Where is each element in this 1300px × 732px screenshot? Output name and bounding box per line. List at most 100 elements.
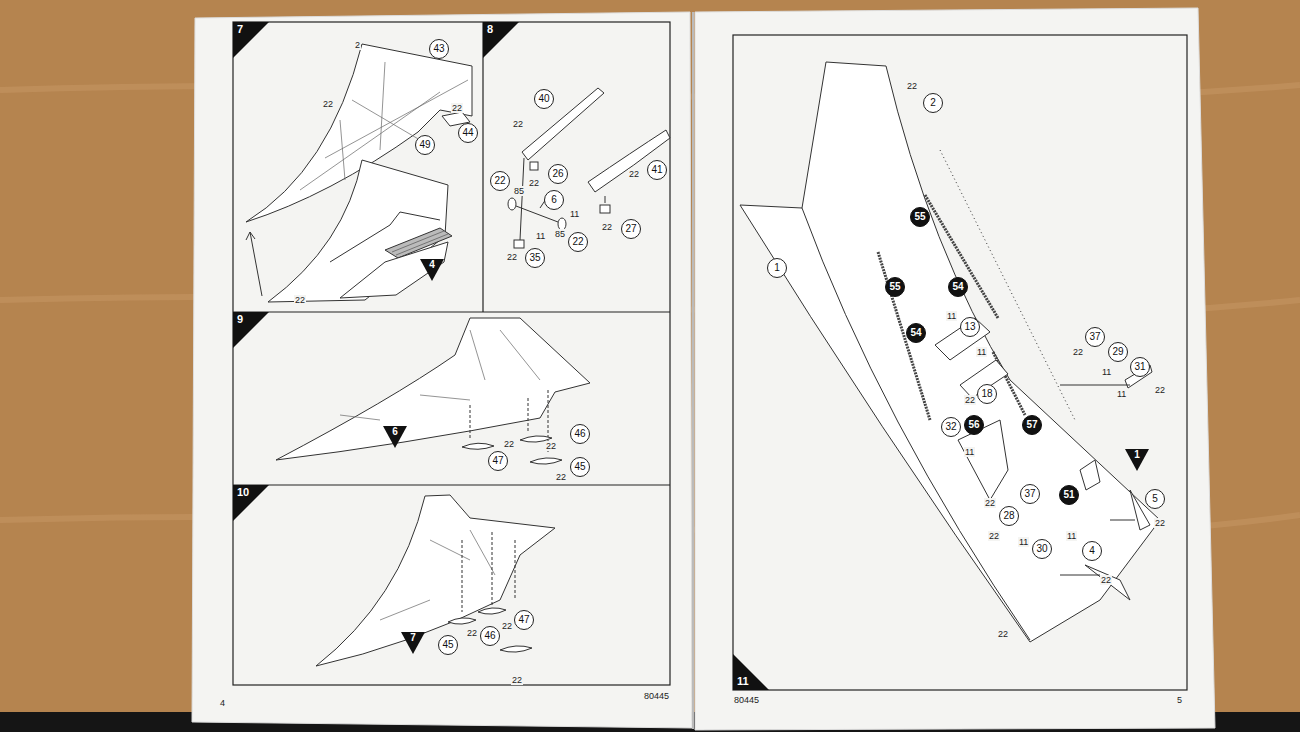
fairing-part [448,618,476,624]
callout-number: 85 [513,186,525,196]
callout-number: 37 [1089,328,1100,346]
part-callout: 6 [544,190,564,210]
callout-number: 11 [737,675,749,688]
callout-number: 22 [572,233,583,251]
part-callout: 47 [488,451,508,471]
step-number: 9 [233,312,269,348]
subassembly-body [340,242,448,298]
left-frame [233,22,670,685]
callout-number: 7 [237,23,243,36]
part-callout: 45 [438,635,458,655]
step-11-drawing [740,62,1160,642]
callout-number: 5 [1176,695,1183,705]
step-triangle [233,485,269,521]
right-frame [733,35,1187,690]
subassembly-triangle [420,259,444,281]
bin-part [935,318,990,360]
part-callout: 26 [548,164,568,184]
callout-number: 22 [1154,518,1166,528]
optional-part-callout: 57 [1022,415,1042,435]
callout-number: 45 [574,458,585,476]
step-number: 11 [733,654,769,690]
subassembly-marker: 6 [383,426,407,448]
part-callout: 18 [977,384,997,404]
part-callout: 5 [1145,489,1165,509]
step-7-drawing [246,44,472,302]
callout-number: 49 [419,136,430,154]
callout-number: 35 [529,249,540,267]
bar-part [522,88,604,160]
optional-part-callout: 56 [964,415,984,435]
callout-number: 37 [1024,485,1035,503]
callout-number: 27 [625,220,636,238]
part-callout: 28 [999,506,1019,526]
assembly-arrow [605,196,606,203]
callout-number: 10 [237,486,249,499]
part-callout: 37 [1085,327,1105,347]
callout-number: 55 [889,278,900,296]
dashed-guide [462,532,515,612]
part-callout: 46 [480,626,500,646]
callout-number: 30 [1036,540,1047,558]
callout-number: 51 [1063,486,1074,504]
part-callout: 30 [1032,539,1052,559]
subassembly-triangle [401,632,425,654]
wing [316,495,555,666]
callout-number: 22 [511,675,523,685]
callout-number: 22 [988,531,1000,541]
callout-number: 11 [964,447,975,457]
step-triangle [733,654,769,690]
wing-lower-part [268,160,448,302]
callout-number: 22 [494,172,505,190]
step-triangle [233,22,269,58]
subassembly-triangle [383,426,407,448]
dashed-guide [470,390,548,452]
page-fold [692,12,694,729]
callout-number: 41 [651,161,662,179]
callout-number: 57 [1026,416,1037,434]
part-callout: 32 [941,417,961,437]
part-callout: 13 [960,317,980,337]
booklet-pages [192,8,1215,730]
callout-number: 44 [462,124,473,142]
callout-number: 47 [492,452,503,470]
callout-number: 54 [910,324,921,342]
callout-number: 56 [968,416,979,434]
callout-number: 55 [914,208,925,226]
fuselage-half [740,62,1160,642]
subassembly-marker: 7 [401,632,425,654]
panel-lines [380,530,495,620]
callout-number: 26 [552,165,563,183]
callout-number: 22 [1100,575,1112,585]
callout-number: 11 [946,311,957,321]
part-callout: 29 [1108,342,1128,362]
callout-number: 11 [1018,537,1029,547]
small-part [600,205,610,213]
callout-number: 11 [1116,389,1127,399]
panel-divider [233,484,670,485]
callout-number: 22 [906,81,918,91]
callout-number: 46 [574,425,585,443]
optional-part-callout: 55 [910,207,930,227]
subassembly-triangle [1125,449,1149,471]
left-page [192,12,692,728]
callout-number: 11 [569,209,580,219]
fuselage-line [802,208,1030,640]
small-part [530,162,538,170]
callout-number: 2 [930,94,936,112]
callout-number: 13 [964,318,975,336]
callout-number: 22 [528,178,540,188]
callout-number: 80445 [643,691,670,701]
callout-number: 85 [554,229,566,239]
part-callout: 40 [534,89,554,109]
callout-number: 32 [945,418,956,436]
assembly-arrow [1060,385,1135,575]
part-callout: 41 [647,160,667,180]
callout-number: 11 [535,231,546,241]
callout-number: 22 [512,119,524,129]
step-number: 10 [233,485,269,521]
subassembly-marker: 1 [1125,449,1149,471]
callout-number: 46 [484,627,495,645]
